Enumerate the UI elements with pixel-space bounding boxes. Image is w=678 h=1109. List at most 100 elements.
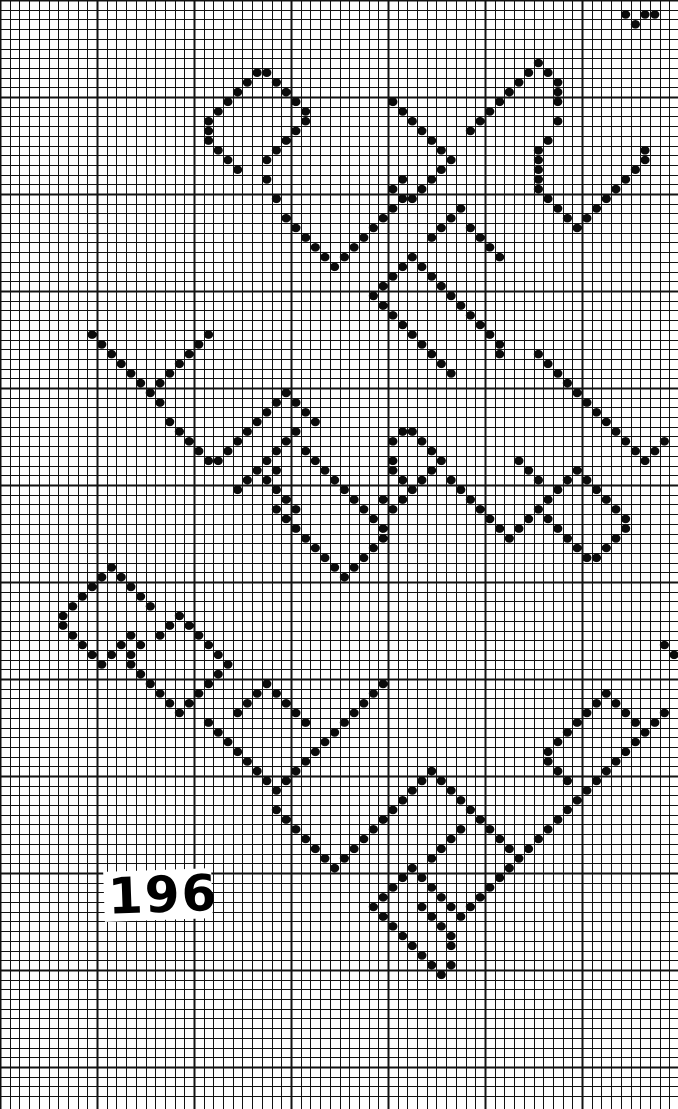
stitch-dot	[262, 68, 271, 77]
stitch-dot	[272, 786, 281, 795]
stitch-dot	[553, 78, 562, 87]
stitch-dot	[611, 534, 620, 543]
stitch-dot	[330, 476, 339, 485]
stitch-dot	[155, 689, 164, 698]
stitch-dot	[379, 680, 388, 689]
stitch-dot	[573, 796, 582, 805]
stitch-dot	[543, 360, 552, 369]
stitch-dot	[534, 146, 543, 155]
stitch-dot	[330, 563, 339, 572]
stitch-dot	[272, 689, 281, 698]
stitch-dot	[495, 253, 504, 262]
stitch-dot	[437, 360, 446, 369]
stitch-dot	[602, 544, 611, 553]
stitch-dot	[379, 214, 388, 223]
stitch-dot	[175, 427, 184, 436]
stitch-dot	[369, 689, 378, 698]
stitch-dot	[262, 777, 271, 786]
stitch-dot	[447, 476, 456, 485]
stitch-dot	[408, 942, 417, 951]
stitch-dot	[670, 651, 678, 660]
stitch-dot	[185, 350, 194, 359]
stitch-dot	[563, 476, 572, 485]
stitch-dot	[495, 340, 504, 349]
stitch-dot	[485, 243, 494, 252]
stitch-dot	[417, 185, 426, 194]
stitch-dot	[291, 427, 300, 436]
stitch-dot	[97, 573, 106, 582]
stitch-dot	[107, 563, 116, 572]
stitch-dot	[204, 457, 213, 466]
stitch-dot	[437, 146, 446, 155]
stitch-dot	[204, 136, 213, 145]
stitch-dot	[543, 495, 552, 504]
stitch-dot	[553, 117, 562, 126]
stitch-dot	[214, 670, 223, 679]
stitch-dot	[379, 495, 388, 504]
stitch-dot	[291, 224, 300, 233]
stitch-dot	[398, 107, 407, 116]
stitch-dot	[204, 127, 213, 136]
stitch-dot	[485, 883, 494, 892]
stitch-dot	[582, 476, 591, 485]
stitch-dot	[534, 185, 543, 194]
stitch-dot	[233, 88, 242, 97]
stitch-dot	[553, 524, 562, 533]
stitch-dot	[223, 447, 232, 456]
stitch-dot	[534, 59, 543, 68]
stitch-dot	[631, 165, 640, 174]
stitch-dot	[58, 612, 67, 621]
stitch-dot	[398, 495, 407, 504]
stitch-dot	[165, 699, 174, 708]
stitch-dot	[437, 165, 446, 174]
stitch-dot	[408, 427, 417, 436]
stitch-dot	[155, 398, 164, 407]
stitch-dot	[427, 233, 436, 242]
stitch-dot	[543, 757, 552, 766]
stitch-dot	[573, 718, 582, 727]
stitch-dot	[379, 912, 388, 921]
stitch-dot	[388, 311, 397, 320]
stitch-dot	[175, 612, 184, 621]
stitch-dot	[330, 728, 339, 737]
stitch-dot	[660, 437, 669, 446]
stitch-dot	[340, 573, 349, 582]
stitch-dot	[369, 224, 378, 233]
stitch-dot	[650, 447, 659, 456]
stitch-dot	[611, 699, 620, 708]
stitch-dot	[388, 922, 397, 931]
stitch-dot	[534, 476, 543, 485]
stitch-dot	[466, 224, 475, 233]
stitch-dot	[126, 583, 135, 592]
stitch-dot	[553, 815, 562, 824]
stitch-dot	[97, 340, 106, 349]
stitch-dot	[640, 457, 649, 466]
stitch-dot	[388, 272, 397, 281]
stitch-dot	[291, 767, 300, 776]
stitch-dot	[359, 835, 368, 844]
stitch-dot	[553, 204, 562, 213]
stitch-dot	[126, 651, 135, 660]
stitch-dot	[417, 476, 426, 485]
stitch-dot	[543, 515, 552, 524]
stitch-dot	[631, 20, 640, 29]
stitch-dot	[447, 932, 456, 941]
stitch-dot	[155, 631, 164, 640]
stitch-dot	[272, 146, 281, 155]
stitch-dot	[524, 466, 533, 475]
stitch-dot	[476, 893, 485, 902]
stitch-dot	[602, 689, 611, 698]
stitch-dot	[78, 641, 87, 650]
stitch-dot	[524, 68, 533, 77]
stitch-dot	[340, 854, 349, 863]
stitch-dot	[282, 495, 291, 504]
stitch-dot	[320, 554, 329, 563]
stitch-dot	[582, 709, 591, 718]
stitch-dot	[514, 457, 523, 466]
stitch-dot	[253, 68, 262, 77]
stitch-dot	[495, 98, 504, 107]
stitch-dot	[379, 815, 388, 824]
stitch-dot	[553, 738, 562, 747]
